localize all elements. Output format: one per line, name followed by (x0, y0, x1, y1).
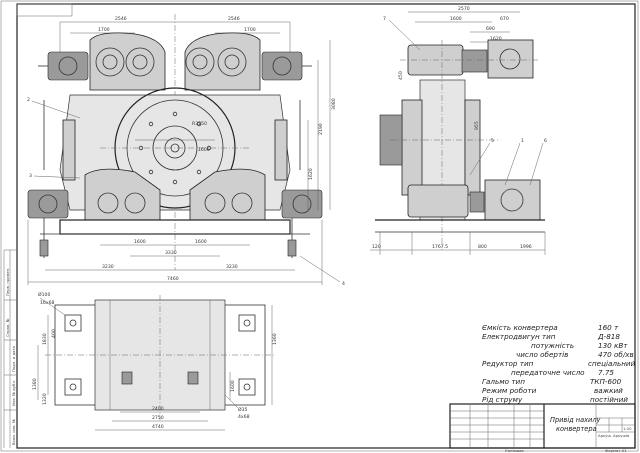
strip-text-3: Подп. и дата (11, 346, 16, 372)
spec-label-mode: Режим роботи (482, 386, 537, 395)
title-sheets-label: Аркушів (613, 433, 630, 438)
spec-label-motor-type: Електродвигун тип (482, 332, 556, 341)
dim-450: 450 (398, 71, 404, 80)
radius-label: R3250 (192, 121, 207, 127)
frame-border (16, 3, 636, 449)
plan-dim-d100: Ø100 (38, 291, 50, 298)
spec-value-reducer-type: спеціальний (588, 359, 636, 368)
dim-2546-right: 2546 (228, 16, 240, 22)
plan-dim-1830: 1830 (42, 333, 48, 345)
dim-3080: 3080 (331, 98, 337, 110)
dim-1620-side: 1620 (490, 36, 502, 42)
callout-6: 6 (544, 138, 547, 144)
dim-800: 800 (478, 244, 487, 250)
dim-2546-left: 2546 (115, 16, 127, 22)
dim-3330: 3330 (165, 250, 177, 256)
dim-3230-left: 3230 (102, 264, 114, 270)
callout-7: 7 (383, 16, 386, 22)
spec-value-capacity: 160 т (598, 323, 619, 332)
plan-dim-1600: 1600 (230, 380, 236, 392)
spec-value-ratio: 7.75 (598, 368, 614, 377)
dim-1700-left: 1700 (98, 27, 110, 33)
spec-label-capacity: Ємкість конвертера (482, 323, 558, 332)
spec-value-current: постійний (590, 395, 628, 404)
spec-list: Ємкість конвертера 160 т Електродвигун т… (482, 323, 636, 404)
plan-dim-2400: 2400 (152, 406, 164, 412)
dim-1600-bottom-right: 1600 (195, 239, 207, 245)
title-line-1: Привід нахилу (550, 416, 601, 424)
plan-dim-1380: 1380 (32, 378, 38, 390)
dim-120: 120 (372, 244, 381, 250)
dim-1600-center: 1600 (198, 147, 210, 153)
title-block: Привід нахилу конвертера 1:20 Аркуш Арку… (449, 403, 636, 453)
spec-label-ratio: передаточне число (511, 368, 585, 377)
plan-dim-1360: 1360 (272, 333, 278, 345)
spec-value-mode: важкий (594, 386, 623, 395)
bolt-ring (138, 111, 212, 185)
corner-stamp (16, 3, 73, 17)
title-format: Формат А1 (605, 448, 627, 453)
spec-label-power: потужність (531, 341, 574, 350)
title-scale: 1:20 (623, 426, 632, 431)
dim-1996: 1996 (520, 244, 532, 250)
plan-dim-2750: 2750 (152, 415, 164, 421)
dim-955: 955 (474, 121, 480, 130)
dim-2570: 2570 (458, 6, 470, 12)
strip-text-2: Справ. № (5, 318, 10, 337)
spec-label-brake: Гальмо тип (482, 377, 525, 386)
title-sheet-label: Аркуш (598, 433, 612, 438)
callout-2: 2 (27, 97, 30, 103)
spec-value-power: 130 кВт (598, 341, 628, 350)
dim-7460: 7460 (167, 276, 179, 282)
callout-5: 5 (491, 138, 494, 144)
callout-3: 3 (29, 173, 32, 179)
dim-3230-right: 3230 (226, 264, 238, 270)
spec-label-rpm: число обертів (516, 350, 568, 359)
dim-1767-5: 1767.5 (432, 244, 448, 250)
spec-label-current: Рід струму (482, 395, 523, 404)
callout-4: 4 (342, 281, 345, 287)
dim-670: 670 (500, 16, 509, 22)
left-strip: Перв. примен. Справ. № Подп. и дата Инв.… (3, 249, 17, 448)
side-view: 2570 1600 670 690 1620 450 955 (370, 6, 547, 255)
dim-2190: 2190 (318, 123, 324, 135)
strip-text-5: Взам. инв. № (11, 419, 16, 445)
title-copied: Копіював (505, 448, 524, 453)
plan-dim-4740: 4740 (152, 424, 164, 430)
plan-dim-400: 400 (51, 329, 57, 338)
plan-bolt-d35: Ø35 (238, 406, 248, 413)
plan-dim-1320: 1320 (42, 393, 48, 405)
dim-1700-right: 1700 (244, 27, 256, 33)
spec-label-reducer-type: Редуктор тип (482, 359, 534, 368)
dim-1600-side: 1600 (450, 16, 462, 22)
strip-text-1: Перв. примен. (5, 267, 10, 296)
front-view: 2546 2546 1700 1700 2400 2400 (27, 14, 345, 287)
spec-value-motor-type: Д-818 (597, 332, 620, 341)
plan-view: Ø100 16x68 1830 400 1380 1320 1360 1600 … (32, 291, 278, 431)
dim-1600-bottom-left: 1600 (134, 239, 146, 245)
dim-690: 690 (486, 26, 495, 32)
dim-1620: 1620 (308, 168, 314, 180)
spec-value-brake: ТКП-600 (590, 377, 622, 386)
title-line-2: конвертера (556, 425, 597, 433)
strip-text-4: Инв. № дубл. (11, 380, 16, 406)
callout-1: 1 (521, 138, 524, 144)
plan-bolt-4x68: 4x68 (238, 414, 250, 420)
spec-value-rpm: 470 об/хв (598, 350, 634, 359)
